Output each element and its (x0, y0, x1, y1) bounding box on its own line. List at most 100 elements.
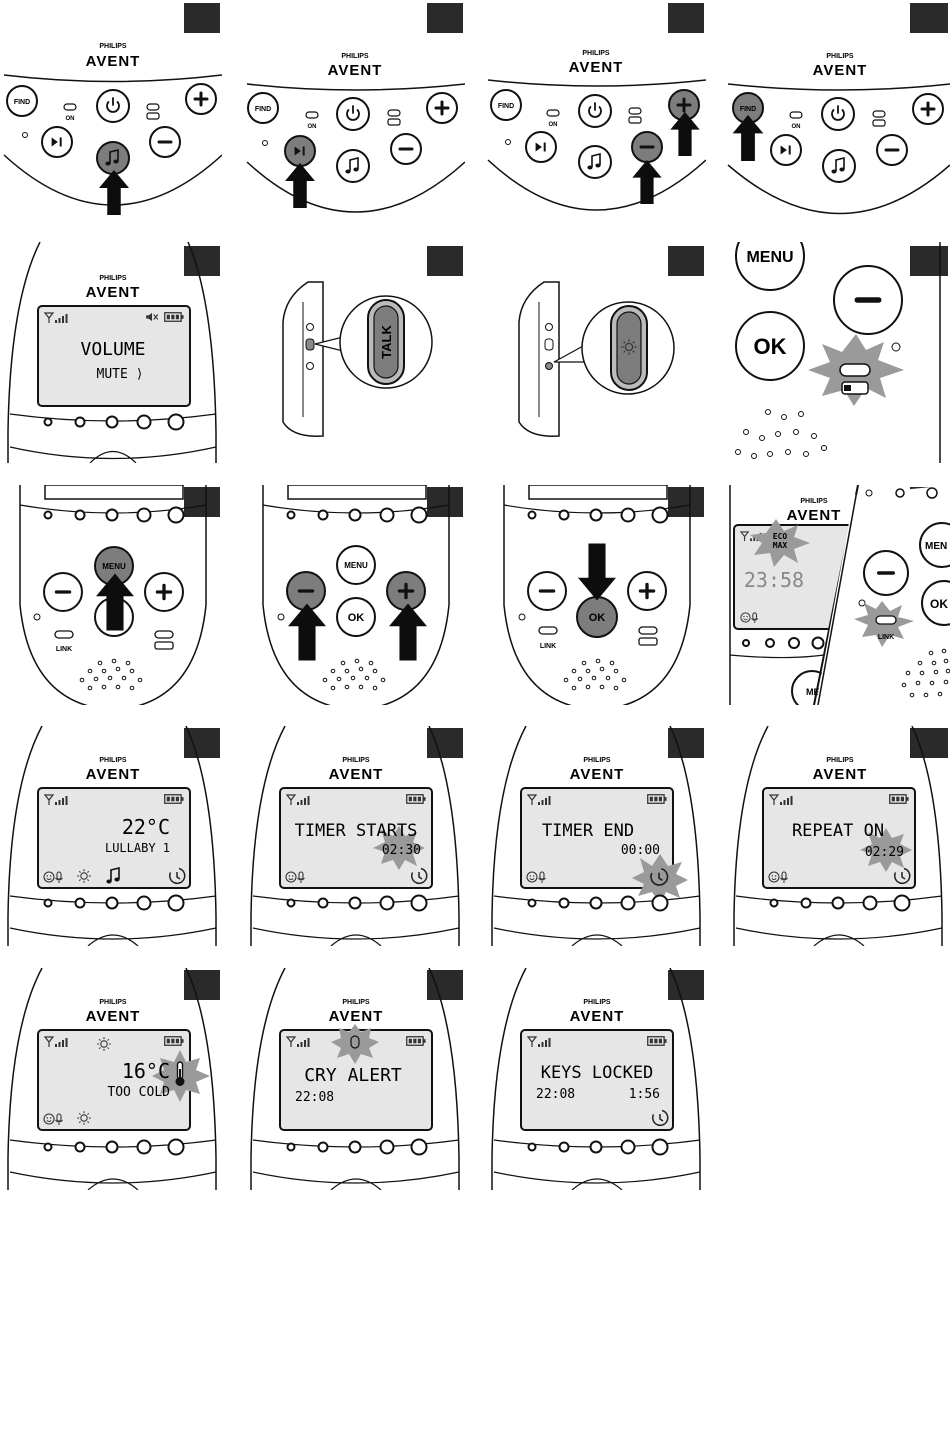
svg-text:AVENT: AVENT (570, 766, 625, 783)
find-button[interactable]: FIND (6, 85, 38, 117)
plus-button[interactable] (144, 572, 184, 612)
ok-button[interactable]: OK (735, 311, 805, 381)
panel-link-light: MENU OK (726, 242, 950, 463)
menu-button-partial[interactable]: MEN (919, 522, 950, 568)
svg-text:AVENT: AVENT (86, 766, 141, 783)
plus-button[interactable] (912, 93, 944, 125)
play-button[interactable] (770, 134, 802, 166)
lcd-time: 02:30 (382, 843, 421, 858)
menu-button[interactable]: MENU (336, 545, 376, 585)
lcd-screen: KEYS LOCKED 22:08 1:56 (520, 1029, 674, 1131)
panel-volume-buttons: PHILIPS AVENT FIND ON (484, 0, 706, 218)
lcd-line1: TIMER END (542, 821, 634, 841)
menu-button[interactable]: MENU (735, 242, 805, 291)
lullaby-button[interactable] (822, 149, 856, 183)
panel-keys-locked: PHILIPS AVENT KEYS LOCKED 22:08 1:56 (484, 968, 706, 1190)
lullaby-button[interactable] (578, 145, 612, 179)
lcd-line1: REPEAT ON (792, 821, 884, 841)
svg-text:AVENT: AVENT (328, 62, 383, 79)
panel-timer-end: PHILIPS AVENT TIMER END 00:00 (484, 726, 706, 946)
arrow-icon (632, 160, 662, 204)
svg-text:PHILIPS: PHILIPS (826, 757, 854, 764)
svg-text:AVENT: AVENT (813, 62, 868, 79)
svg-text:ON: ON (549, 122, 558, 128)
svg-text:ON: ON (308, 124, 317, 130)
lcd-time: 02:29 (865, 845, 904, 860)
svg-text:TALK: TALK (379, 325, 394, 359)
lcd-line1: TIMER STARTS (295, 821, 418, 841)
lcd-screen: 22°C LULLABY 1 (37, 787, 191, 889)
power-button[interactable] (336, 97, 370, 131)
svg-text:FIND: FIND (740, 106, 756, 113)
svg-text:ON: ON (66, 116, 75, 122)
panel-temp-lullaby: PHILIPS AVENT 22°C LULLABY 1 (0, 726, 222, 946)
panel-eco-max: PHILIPS AVENT ECO MAX 23:58 MEN MEN (726, 485, 950, 705)
minus-button[interactable] (863, 550, 909, 596)
svg-text:AVENT: AVENT (569, 59, 624, 76)
minus-button[interactable] (833, 265, 903, 335)
svg-text:PHILIPS: PHILIPS (582, 50, 610, 57)
svg-text:PHILIPS: PHILIPS (826, 53, 854, 60)
minus-button[interactable] (876, 134, 908, 166)
panel-play-button: PHILIPS AVENT FIND ON (243, 0, 465, 218)
plus-button[interactable] (185, 83, 217, 115)
svg-text:PHILIPS: PHILIPS (99, 757, 127, 764)
talk-button[interactable]: TALK (367, 299, 405, 385)
lcd-line1: KEYS LOCKED (541, 1063, 654, 1083)
find-button[interactable]: FIND (490, 89, 522, 121)
arrow-icon (578, 543, 616, 601)
panel-talk-button: TALK (243, 242, 465, 463)
svg-text:AVENT: AVENT (86, 284, 141, 301)
svg-text:AVENT: AVENT (570, 1008, 625, 1025)
highlight-burst (373, 826, 425, 870)
cry-icon (350, 1035, 360, 1049)
svg-text:AVENT: AVENT (787, 507, 842, 524)
ok-button-partial[interactable]: OK (921, 580, 950, 626)
svg-text:FIND: FIND (255, 106, 271, 113)
svg-text:PHILIPS: PHILIPS (342, 999, 370, 1006)
minus-button[interactable] (149, 126, 181, 158)
svg-text:MENU: MENU (102, 562, 126, 571)
brand-logo: AVENT (86, 53, 141, 70)
minus-button[interactable] (631, 131, 663, 163)
power-button[interactable] (96, 89, 130, 123)
plus-button[interactable] (426, 92, 458, 124)
nightlight-button[interactable] (610, 305, 648, 391)
arrow-icon (288, 603, 326, 661)
highlight-burst (860, 828, 912, 872)
panel-menu-press: MENU LINK (0, 485, 222, 705)
highlight-burst (750, 519, 810, 567)
lullaby-button[interactable] (336, 149, 370, 183)
minus-button[interactable] (527, 571, 567, 611)
lcd-screen: TIMER STARTS 02:30 (279, 787, 433, 889)
lcd-line2: MUTE ⟩ (97, 367, 144, 382)
power-button[interactable] (578, 94, 612, 128)
svg-text:FIND: FIND (498, 103, 514, 110)
minus-button[interactable] (286, 571, 326, 611)
play-button[interactable] (525, 131, 557, 163)
lcd-temp: 16°C (122, 1059, 170, 1083)
ok-button[interactable]: OK (336, 597, 376, 637)
play-button[interactable] (41, 126, 73, 158)
lcd-sub: LULLABY 1 (105, 841, 170, 855)
plus-button[interactable] (386, 571, 426, 611)
svg-text:OK: OK (589, 612, 606, 624)
svg-text:ECO: ECO (773, 532, 788, 541)
find-button[interactable]: FIND (247, 92, 279, 124)
highlight-burst (331, 1024, 379, 1064)
lullaby-button[interactable] (96, 141, 130, 175)
plus-button[interactable] (627, 571, 667, 611)
lcd-screen: VOLUME MUTE ⟩ (37, 305, 191, 407)
panel-timer-starts: PHILIPS AVENT TIMER STARTS 02:30 (243, 726, 465, 946)
svg-text:PHILIPS: PHILIPS (341, 53, 369, 60)
lcd-screen: TIMER END 00:00 (520, 787, 688, 904)
svg-text:LINK: LINK (56, 646, 72, 653)
power-button[interactable] (821, 97, 855, 131)
minus-button[interactable] (43, 572, 83, 612)
ok-button[interactable]: OK (576, 596, 618, 638)
lcd-sub: TOO COLD (107, 1085, 170, 1100)
minus-button[interactable] (390, 133, 422, 165)
play-button[interactable] (284, 135, 316, 167)
arrow-icon (732, 115, 764, 161)
svg-text:OK: OK (930, 597, 948, 611)
